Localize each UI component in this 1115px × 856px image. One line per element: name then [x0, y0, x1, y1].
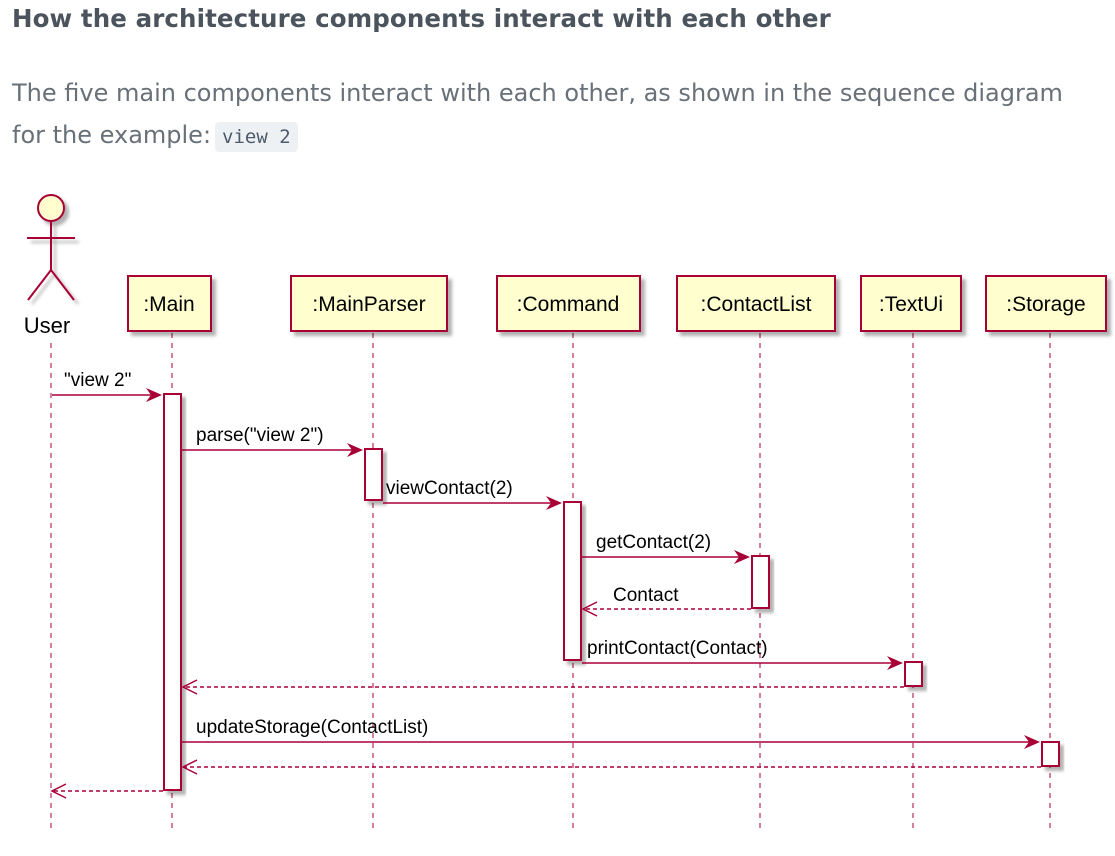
arrowhead-open-icon	[181, 679, 198, 695]
arrowhead-open-icon	[50, 783, 67, 799]
section-heading: How the architecture components interact…	[12, 4, 831, 33]
lifelines	[50, 333, 1051, 828]
arrowhead-open-icon	[181, 759, 198, 775]
message-view-2: "view 2"	[52, 370, 162, 402]
participant-command-label: :Command	[517, 293, 620, 316]
actor-user: User	[24, 194, 75, 338]
participant-textui: :TextUi	[860, 275, 962, 332]
participant-mainparser: :MainParser	[290, 275, 448, 332]
message-printcontact-label: printContact(Contact)	[587, 638, 768, 659]
actor-user-label: User	[24, 313, 70, 338]
arrowhead-icon	[546, 496, 562, 510]
message-updatestorage: updateStorage(ContactList)	[182, 717, 1040, 749]
activation-main	[163, 393, 182, 791]
participant-mainparser-label: :MainParser	[312, 293, 425, 316]
activation-storage	[1041, 741, 1060, 767]
message-viewcontact-label: viewContact(2)	[386, 478, 513, 499]
participant-storage-label: :Storage	[1006, 293, 1085, 316]
activations	[163, 393, 1060, 791]
participant-contactlist-label: :ContactList	[701, 293, 812, 316]
message-updatestorage-label: updateStorage(ContactList)	[196, 717, 428, 738]
activation-mainparser	[364, 448, 383, 501]
participant-command: :Command	[496, 275, 641, 332]
arrowhead-open-icon	[581, 601, 598, 617]
messages: "view 2" parse("view 2") viewContact(2) …	[50, 370, 1041, 799]
stick-figure-icon	[27, 194, 75, 301]
message-view-2-label: "view 2"	[64, 370, 131, 391]
arrowhead-icon	[734, 550, 750, 564]
arrowhead-icon	[146, 388, 162, 402]
message-parse-label: parse("view 2")	[196, 425, 324, 446]
message-printcontact: printContact(Contact)	[582, 638, 903, 670]
activation-command	[563, 501, 582, 661]
arrowhead-icon	[887, 656, 903, 670]
message-storage-return	[181, 759, 1041, 775]
message-textui-return	[181, 679, 904, 695]
inline-code-example: view 2	[215, 122, 298, 152]
arrowhead-icon	[1024, 735, 1040, 749]
message-getcontact: getContact(2)	[582, 532, 750, 564]
message-getcontact-label: getContact(2)	[596, 532, 711, 553]
intro-paragraph: The five main components interact with e…	[12, 72, 1115, 158]
arrowhead-icon	[347, 443, 363, 457]
activation-textui	[904, 661, 923, 687]
intro-line-2: for the example:	[12, 121, 212, 149]
message-contact-return: Contact	[581, 585, 751, 617]
participant-contactlist: :ContactList	[676, 275, 836, 332]
intro-line-1: The five main components interact with e…	[12, 79, 1063, 107]
participant-textui-label: :TextUi	[879, 293, 943, 316]
message-main-return	[50, 783, 163, 799]
activation-contactlist	[751, 555, 770, 609]
participant-main-label: :Main	[143, 293, 194, 316]
message-viewcontact: viewContact(2)	[383, 478, 562, 510]
participant-main: :Main	[127, 275, 212, 332]
message-parse: parse("view 2")	[182, 425, 363, 457]
message-contact-return-label: Contact	[613, 585, 679, 606]
participants: :Main :MainParser :Command :ContactList …	[127, 275, 1107, 332]
participant-storage: :Storage	[985, 275, 1107, 332]
